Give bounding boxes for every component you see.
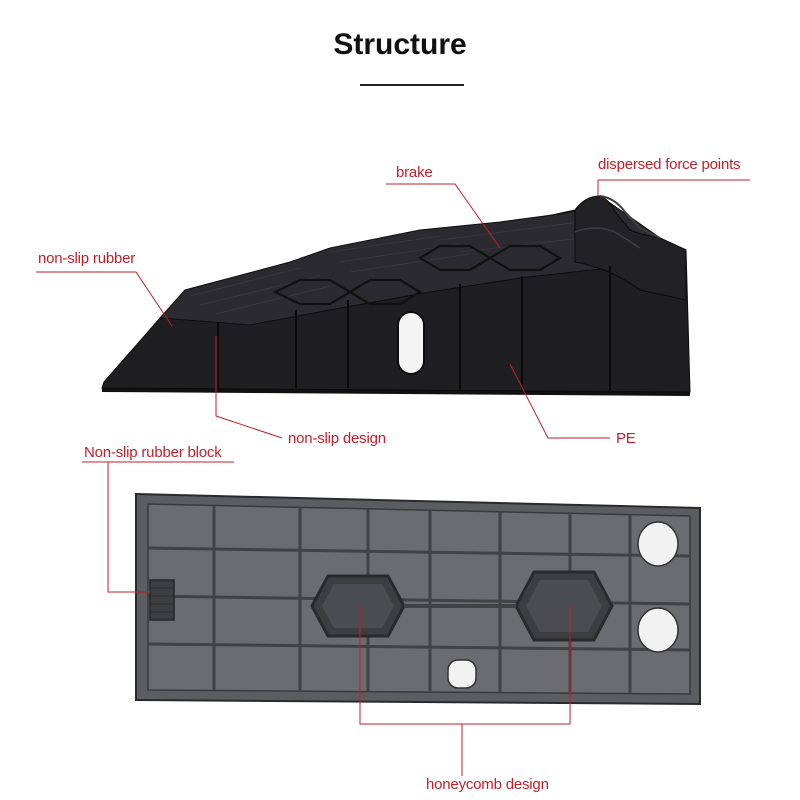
label-dispersed-force-points: dispersed force points [598, 156, 741, 173]
title-underline [360, 84, 464, 86]
ramp-side-view [101, 195, 691, 396]
ramp-underside-view [135, 492, 701, 706]
label-pe: PE [616, 430, 636, 447]
label-honeycomb-design: honeycomb design [426, 776, 549, 793]
label-non-slip-rubber: non-slip rubber [38, 250, 136, 267]
label-non-slip-design: non-slip design [288, 430, 386, 447]
page-title: Structure [333, 28, 467, 61]
annotation-leaders [36, 179, 750, 776]
label-non-slip-rubber-block: Non-slip rubber block [84, 444, 222, 461]
label-brake: brake [396, 164, 433, 181]
